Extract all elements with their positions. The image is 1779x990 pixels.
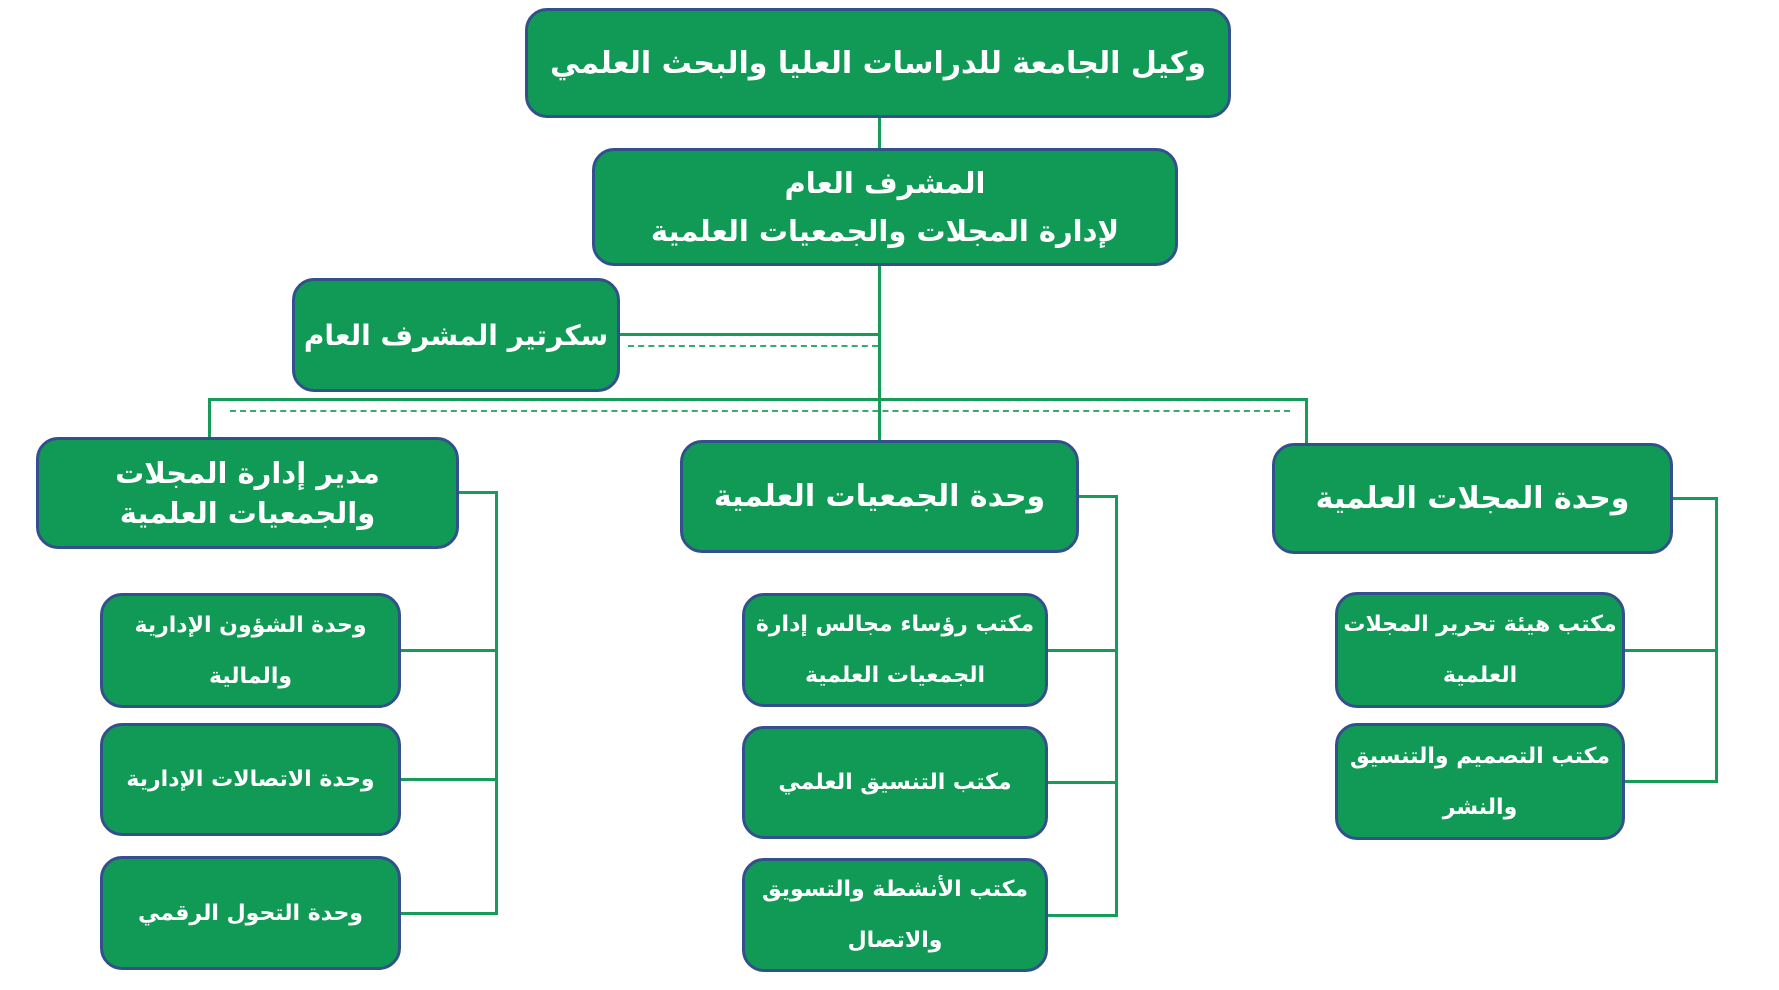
connector-distribution-echo — [230, 410, 1290, 412]
connector-right-bus — [1715, 497, 1718, 783]
node-admin-financial-unit: وحدة الشؤون الإدارية والمالية — [100, 593, 401, 708]
node-vice-rector-label: وكيل الجامعة للدراسات العليا والبحث العل… — [549, 45, 1207, 81]
node-general-supervisor-line1: المشرف العام — [784, 166, 986, 200]
connector-right-head-exit — [1673, 497, 1718, 500]
connector-right-stub-1 — [1625, 649, 1718, 652]
node-design-publishing-line1: مكتب التصميم والتنسيق — [1349, 743, 1611, 769]
connector-middle-stub-1 — [1048, 649, 1118, 652]
connector-distribution-line — [208, 398, 1308, 401]
node-editorial-board-office: مكتب هيئة تحرير المجلات العلمية — [1335, 592, 1625, 708]
node-journals-unit: وحدة المجلات العلمية — [1272, 443, 1673, 554]
connector-left-stub-1 — [400, 649, 498, 652]
connector-left-head-exit — [458, 491, 498, 494]
connector-root-to-supervisor — [878, 118, 881, 148]
connector-right-stub-2 — [1625, 780, 1718, 783]
node-activities-marketing-line2: والاتصال — [847, 928, 943, 953]
connector-left-stub-3 — [400, 912, 498, 915]
connector-middle-stub-2 — [1048, 781, 1118, 784]
node-director: مدير إدارة المجلات والجمعيات العلمية — [36, 437, 459, 549]
node-activities-marketing-office: مكتب الأنشطة والتسويق والاتصال — [742, 858, 1048, 972]
node-societies-boards-office: مكتب رؤساء مجالس إدارة الجمعيات العلمية — [742, 593, 1048, 707]
connector-drop-left — [208, 398, 211, 439]
node-admin-communications-unit: وحدة الاتصالات الإدارية — [100, 723, 401, 836]
node-digital-transformation-label: وحدة التحول الرقمي — [138, 900, 363, 926]
node-design-publishing-line2: والنشر — [1442, 794, 1518, 820]
node-secretary-label: سكرتير المشرف العام — [303, 318, 609, 352]
node-editorial-board-line1: مكتب هيئة تحرير المجلات — [1343, 612, 1617, 637]
connector-left-stub-2 — [400, 778, 498, 781]
node-activities-marketing-line1: مكتب الأنشطة والتسويق — [761, 877, 1029, 902]
node-admin-communications-label: وحدة الاتصالات الإدارية — [126, 767, 375, 792]
node-editorial-board-line2: العلمية — [1442, 663, 1518, 688]
connector-secretary-echo — [628, 345, 878, 347]
node-scientific-coordination-label: مكتب التنسيق العلمي — [778, 770, 1012, 795]
connector-left-bus — [495, 491, 498, 915]
connector-middle-bus — [1115, 495, 1118, 917]
node-journals-unit-label: وحدة المجلات العلمية — [1315, 481, 1630, 516]
node-digital-transformation-unit: وحدة التحول الرقمي — [100, 856, 401, 970]
node-societies-unit: وحدة الجمعيات العلمية — [680, 440, 1079, 553]
node-general-supervisor: المشرف العام لإدارة المجلات والجمعيات ال… — [592, 148, 1178, 266]
connector-middle-stub-3 — [1048, 914, 1118, 917]
node-vice-rector: وكيل الجامعة للدراسات العليا والبحث العل… — [525, 8, 1231, 118]
connector-middle-head-exit — [1078, 495, 1118, 498]
connector-supervisor-to-branches — [878, 266, 881, 442]
node-secretary: سكرتير المشرف العام — [292, 278, 620, 392]
node-design-publishing-office: مكتب التصميم والتنسيق والنشر — [1335, 723, 1625, 840]
node-director-line1: مدير إدارة المجلات — [115, 456, 380, 490]
node-societies-boards-line2: الجمعيات العلمية — [804, 663, 986, 688]
node-admin-financial-line1: وحدة الشؤون الإدارية — [134, 612, 367, 638]
node-director-line2: والجمعيات العلمية — [119, 496, 376, 530]
node-societies-boards-line1: مكتب رؤساء مجالس إدارة — [755, 612, 1035, 637]
node-scientific-coordination-office: مكتب التنسيق العلمي — [742, 726, 1048, 839]
connector-drop-right — [1305, 398, 1308, 445]
node-general-supervisor-line2: لإدارة المجلات والجمعيات العلمية — [650, 214, 1120, 248]
node-societies-unit-label: وحدة الجمعيات العلمية — [713, 479, 1046, 514]
node-admin-financial-line2: والمالية — [208, 663, 293, 689]
connector-secretary — [620, 333, 881, 336]
